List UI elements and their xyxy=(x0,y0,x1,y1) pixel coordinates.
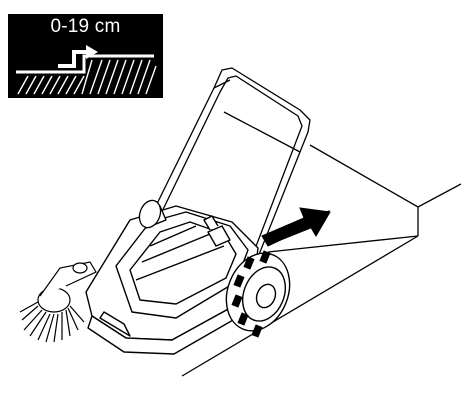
curb-lines xyxy=(181,111,461,377)
height-range-label: 0-19 cm xyxy=(50,16,121,37)
front-wheel xyxy=(138,199,162,229)
sweeper-handle xyxy=(147,67,311,263)
step-climb-icon xyxy=(16,45,157,95)
side-brush xyxy=(19,261,97,343)
step-height-badge: 0-19 cm xyxy=(8,14,163,98)
sweeper-body xyxy=(85,205,259,355)
rear-wheel xyxy=(225,250,291,338)
